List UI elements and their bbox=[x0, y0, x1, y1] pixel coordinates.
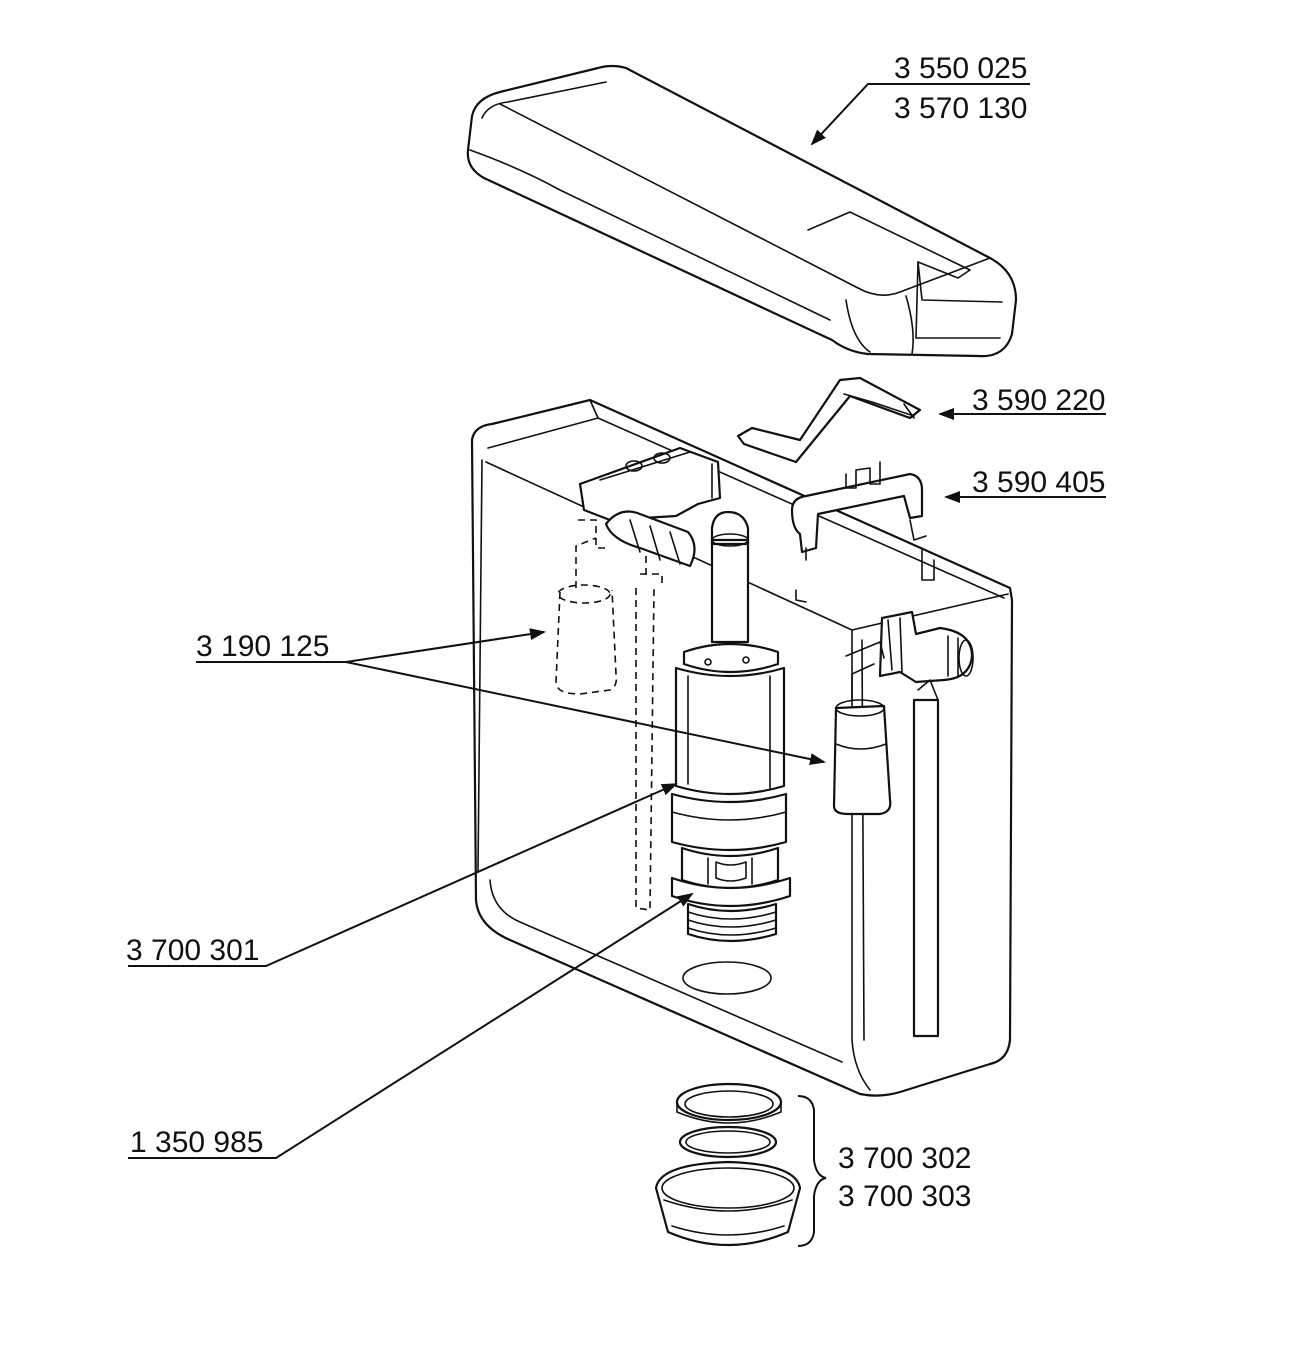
left-fill-valve bbox=[555, 519, 663, 911]
right-fill-valve bbox=[832, 610, 974, 1038]
callout-seal: 1 350 985 bbox=[130, 1126, 263, 1159]
top-bracket-assembly bbox=[578, 446, 722, 568]
callout-leaders bbox=[128, 83, 1106, 1159]
flush-lever bbox=[736, 376, 922, 464]
outlet-set-bracket bbox=[797, 1095, 827, 1247]
flush-valve bbox=[670, 510, 792, 943]
cistern-lid bbox=[466, 64, 1018, 358]
callout-lever: 3 590 220 bbox=[972, 384, 1105, 417]
callout-fill-valve: 3 190 125 bbox=[196, 630, 329, 663]
outlet-seal-set bbox=[654, 1082, 802, 1247]
callout-outlet-line1: 3 700 302 bbox=[838, 1142, 971, 1175]
mounting-clip bbox=[790, 461, 927, 561]
callout-lid-line2: 3 570 130 bbox=[894, 92, 1027, 125]
callout-clip: 3 590 405 bbox=[972, 466, 1105, 499]
callout-flush-valve: 3 700 301 bbox=[126, 934, 259, 967]
callout-outlet-line2: 3 700 303 bbox=[838, 1180, 971, 1213]
callout-lid-line1: 3 550 025 bbox=[894, 52, 1027, 85]
